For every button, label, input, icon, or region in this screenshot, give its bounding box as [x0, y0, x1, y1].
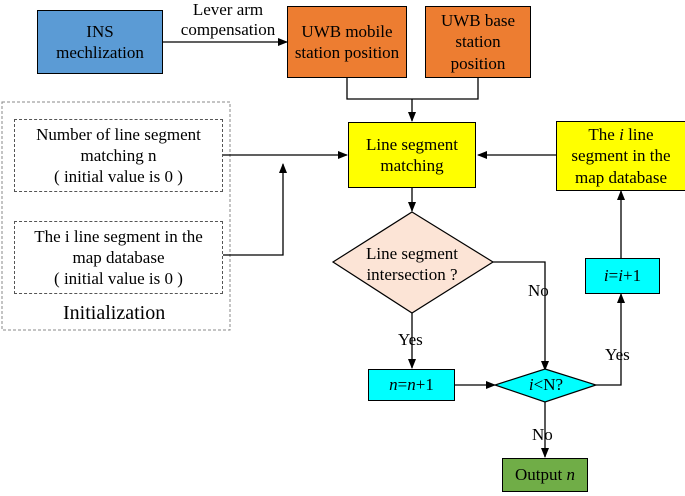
n-update-v2: n: [407, 375, 416, 395]
line-matching-label: Line segment matching: [365, 134, 459, 175]
init-line-to-matching-arrow: [223, 163, 287, 256]
output-text: Output: [515, 465, 563, 485]
init-count-line2: matching n: [80, 145, 157, 165]
no-label-1: No: [528, 281, 549, 300]
line-db-prefix: The: [588, 125, 615, 145]
n-update-box: n=n+1: [368, 369, 455, 401]
init-line-line1: The i line segment in the: [34, 226, 203, 246]
output-box: Output n: [502, 458, 588, 492]
uwb-base-label: UWB base station position: [440, 11, 516, 73]
n-update-label: n=n+1: [389, 374, 434, 395]
intersection-line1: Line segment: [365, 244, 459, 263]
output-var: n: [566, 465, 575, 485]
lever-arm-line1: Lever arm: [192, 0, 264, 19]
line-db-var: i: [619, 125, 624, 145]
n-update-v1: n: [389, 375, 398, 395]
i-update-label: i=i+1: [604, 265, 641, 286]
init-line-line3: ( initial value is 0 ): [54, 269, 183, 289]
ins-label: INS mechlization: [56, 21, 144, 62]
uwb-mobile-label: UWB mobile station position: [294, 21, 400, 62]
init-count-box: Number of line segment matching n ( init…: [14, 119, 223, 192]
i-update-eq: =: [608, 266, 619, 286]
ins-box: INS mechlization: [37, 10, 163, 74]
line-db-box: The i line segment in the map database: [556, 121, 685, 191]
init-line-line2: map database: [72, 247, 165, 267]
initialization-group-frame: [1, 101, 231, 331]
compare-decision-label: i<N?: [508, 374, 584, 395]
i-update-box: i=i+1: [585, 258, 660, 294]
compare-var: i: [528, 375, 534, 394]
i-update-v2: i: [618, 266, 623, 286]
init-line-box: The i line segment in the map database (…: [14, 221, 223, 294]
line-matching-box: Line segment matching: [348, 122, 476, 188]
uwb-base-box: UWB base station position: [425, 6, 531, 78]
lever-arm-line2: compensation: [180, 19, 276, 39]
init-count-line3: ( initial value is 0 ): [54, 167, 183, 187]
output-label: Output n: [515, 464, 575, 485]
i-update-rest: +1: [622, 266, 642, 286]
init-count-line1: Number of line segment: [36, 124, 201, 144]
yes-label-2: Yes: [605, 345, 630, 364]
compare-rest: <N?: [533, 375, 564, 394]
line-db-label: The i line segment in the map database: [562, 124, 680, 188]
initialization-label: Initialization: [63, 302, 166, 324]
intersection-decision-label: Line segment intersection ?: [345, 243, 479, 286]
no-label-2: No: [532, 425, 553, 444]
intersection-line2: intersection ?: [366, 265, 458, 285]
uwb-merge-line: [346, 78, 479, 100]
no-branch-arrow: [493, 261, 549, 371]
lever-arm-label: Lever arm compensation: [172, 0, 284, 39]
uwb-mobile-box: UWB mobile station position: [287, 6, 407, 78]
line-db-suffix: line segment in the map database: [571, 125, 671, 187]
i-update-v1: i: [603, 266, 609, 286]
yes-label-1: Yes: [398, 330, 423, 349]
compare-yes-arrow: [596, 293, 625, 386]
n-update-rest: +1: [415, 375, 434, 395]
n-update-eq: =: [397, 375, 408, 395]
